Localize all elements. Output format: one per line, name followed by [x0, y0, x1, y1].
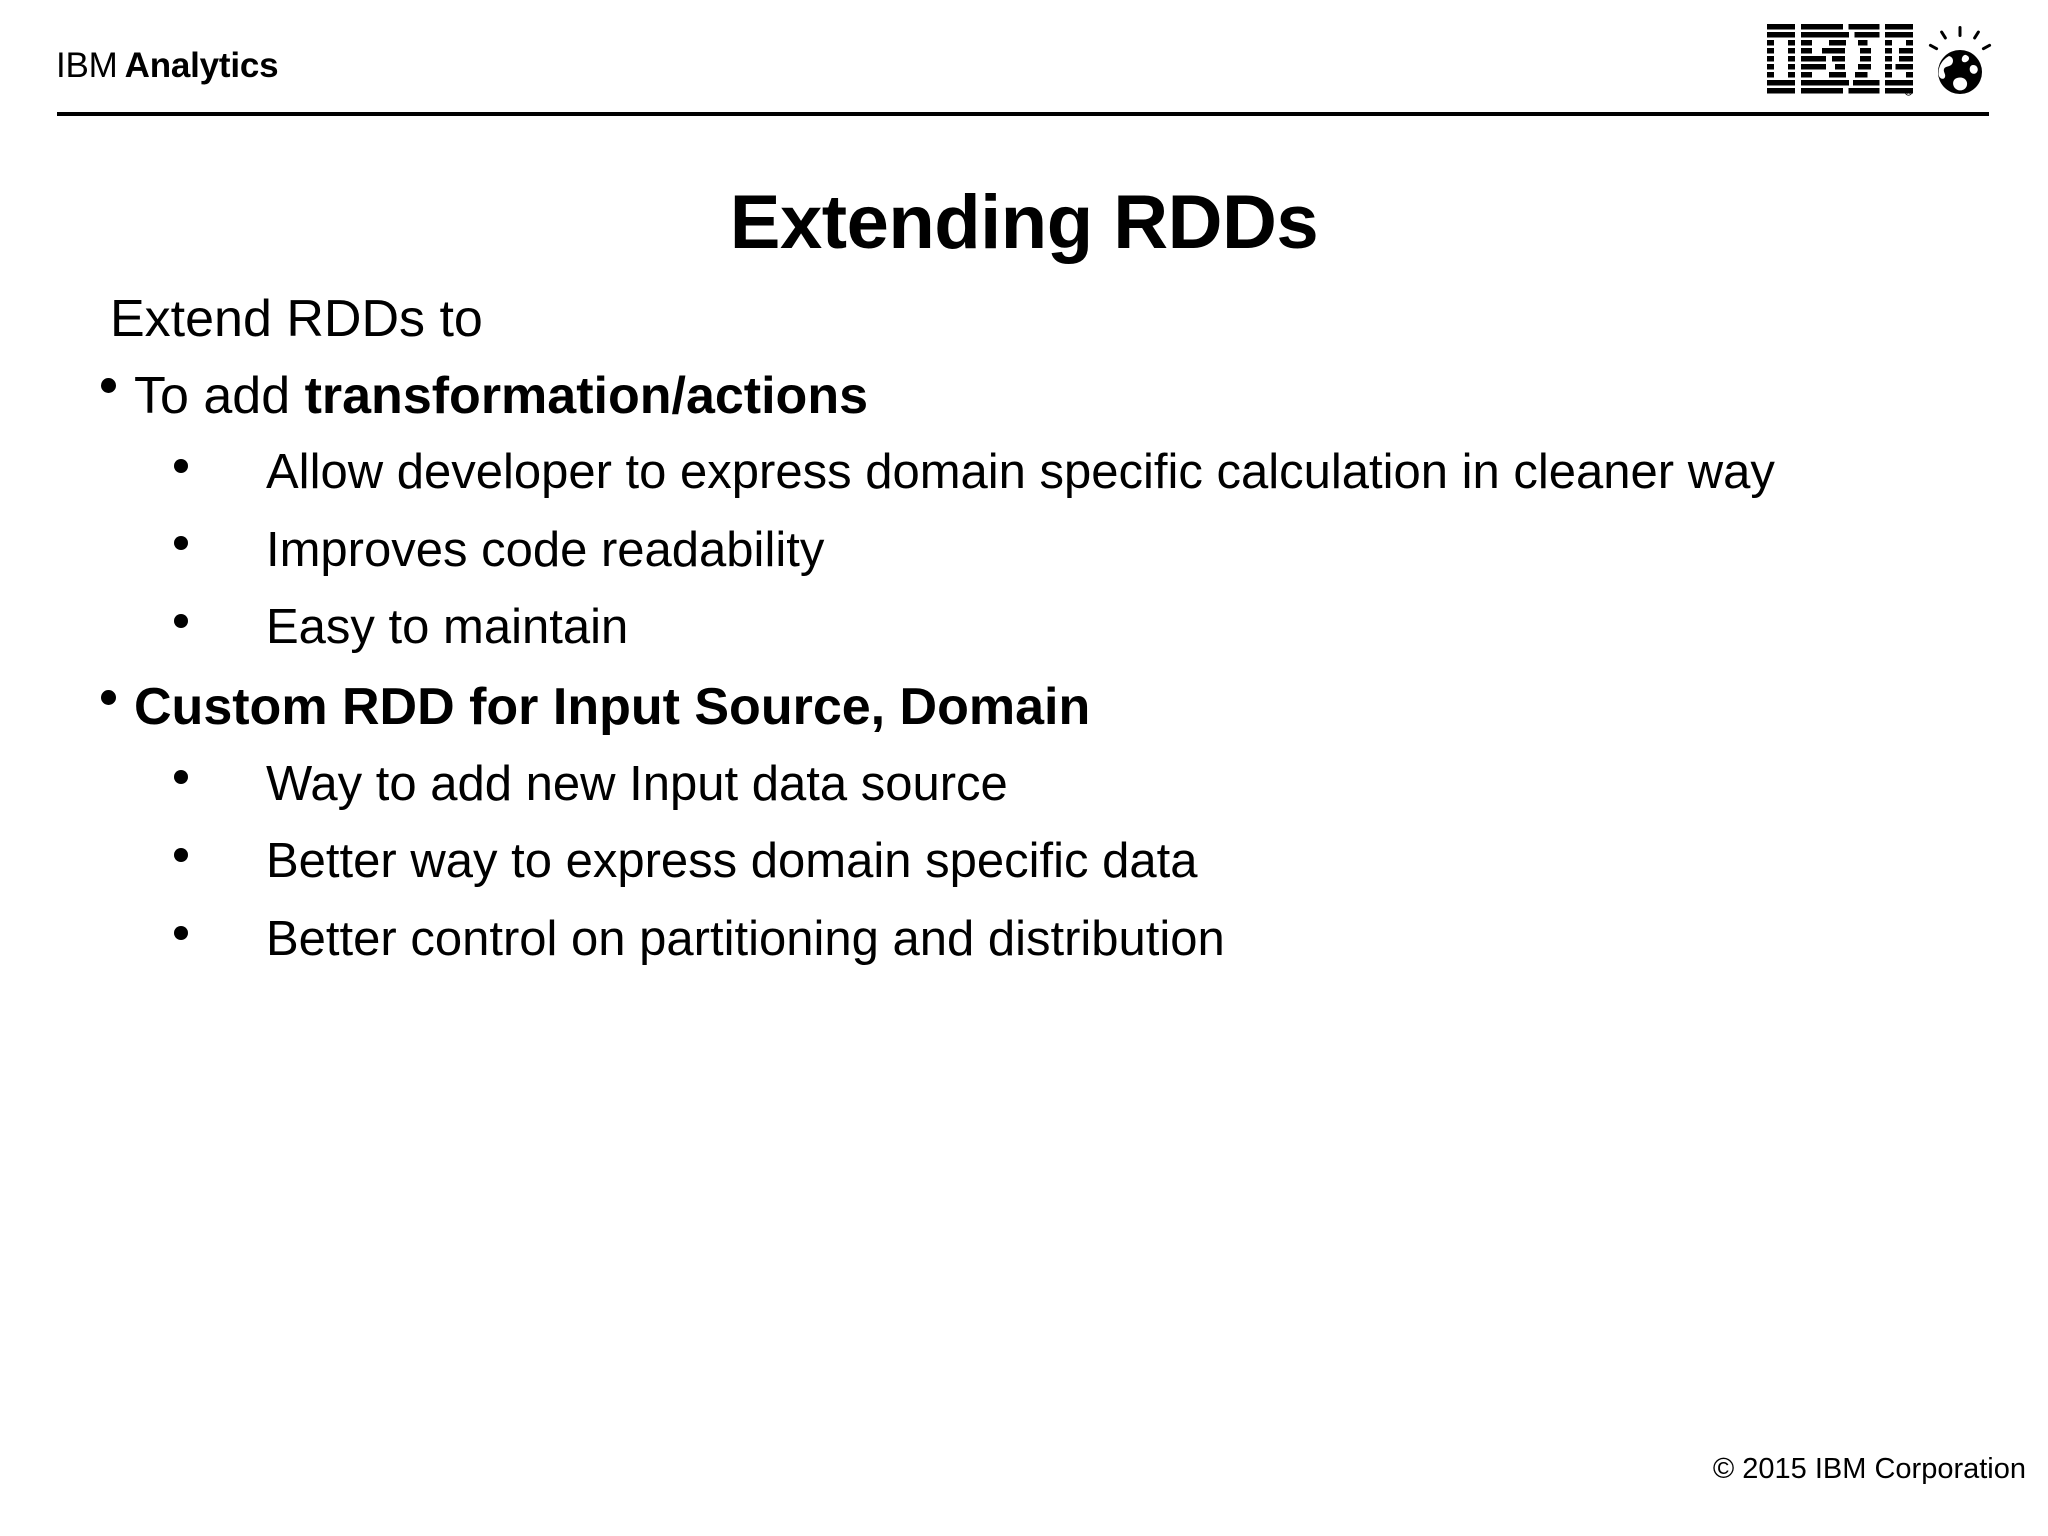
bullet-dot-icon: [174, 848, 188, 863]
page-title: Extending RDDs: [729, 179, 1319, 265]
bullet-text-bold: Custom RDD for Input Source, Domain: [134, 678, 1091, 737]
bullet-text: Better way to express domain specific da…: [266, 834, 1198, 889]
content-body: Extend RDDs to To add transformation/act…: [96, 286, 1976, 986]
bullet-text: Improves code readability: [266, 522, 825, 577]
brand-ibm-text: IBM: [56, 46, 118, 85]
bullet-dot-icon: [174, 536, 188, 551]
bullet-level2: Improves code readability: [96, 519, 1976, 583]
bullet-dot-icon: [101, 690, 116, 706]
bullet-level2: Better way to express domain specific da…: [96, 830, 1976, 894]
bullet-text: Allow developer to express domain specif…: [266, 445, 1775, 500]
bullet-text: Way to add new Input data source: [266, 756, 1008, 811]
bullet-level2: Allow developer to express domain specif…: [96, 441, 1976, 505]
bullet-text: Better control on partitioning and distr…: [266, 912, 1225, 967]
bullet-text-bold: transformation/actions: [304, 366, 868, 425]
bullet-level1: To add transformation/actions: [96, 363, 1976, 430]
bullet-dot-icon: [174, 925, 188, 940]
ibm-wordmark-icon: R: [1767, 24, 1913, 96]
brand-analytics-text: Analytics: [124, 46, 279, 85]
bullet-level2: Way to add new Input data source: [96, 753, 1976, 817]
bullet-level1: Custom RDD for Input Source, Domain: [96, 674, 1976, 741]
intro-line: Extend RDDs to: [110, 290, 483, 348]
bullet-dot-icon: [101, 378, 116, 394]
bullet-level2: Easy to maintain: [96, 596, 1976, 660]
bullet-level2: Better control on partitioning and distr…: [96, 908, 1976, 972]
ibm-logo: R: [1767, 22, 1993, 96]
bullet-dot-icon: [174, 458, 188, 473]
svg-text:R: R: [1907, 90, 1910, 95]
bullet-dot-icon: [174, 770, 188, 785]
bullet-text-prefix: To add: [134, 366, 305, 425]
bullet-dot-icon: [174, 614, 188, 629]
copyright-notice: © 2015 IBM Corporation: [1712, 1453, 2026, 1485]
smarter-planet-globe-icon: [1928, 26, 1992, 94]
header-divider: [57, 112, 1989, 116]
bullet-text: Easy to maintain: [266, 600, 629, 655]
